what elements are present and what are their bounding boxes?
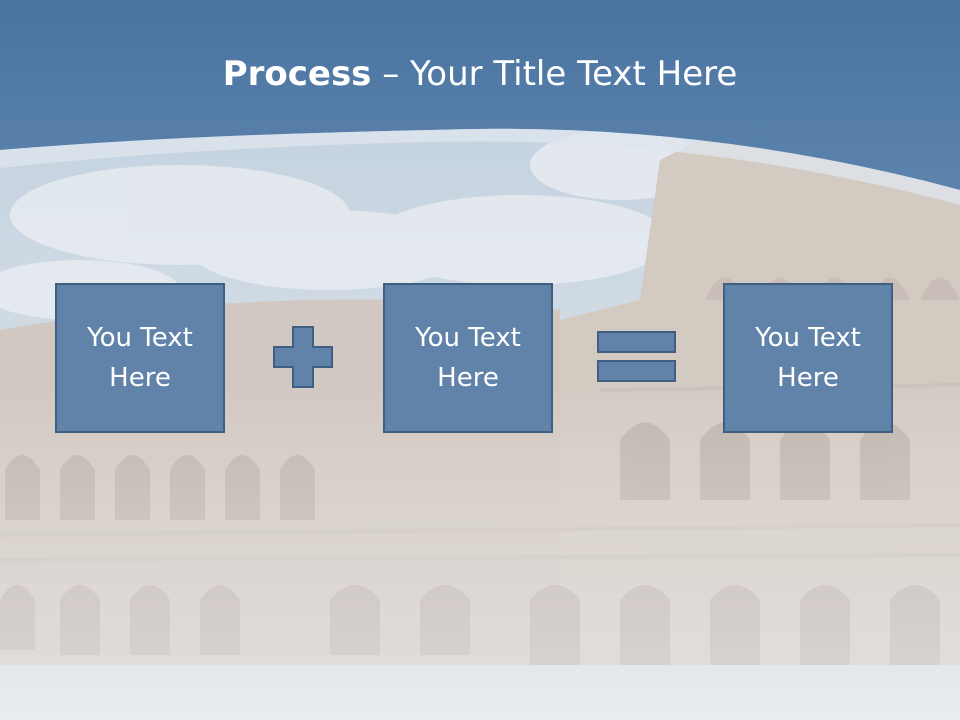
slide-title: Process – Your Title Text Here [0, 52, 960, 96]
process-box-label: You Text Here [755, 323, 861, 393]
process-box-label: You Text Here [415, 323, 521, 393]
process-box-label: You Text Here [87, 323, 193, 393]
process-box-1[interactable]: You Text Here [55, 283, 225, 433]
equals-icon [597, 331, 676, 382]
plus-icon [273, 326, 333, 388]
title-rest: – Your Title Text Here [371, 54, 738, 94]
title-bold-word: Process [222, 54, 372, 94]
process-box-3[interactable]: You Text Here [723, 283, 893, 433]
process-box-2[interactable]: You Text Here [383, 283, 553, 433]
